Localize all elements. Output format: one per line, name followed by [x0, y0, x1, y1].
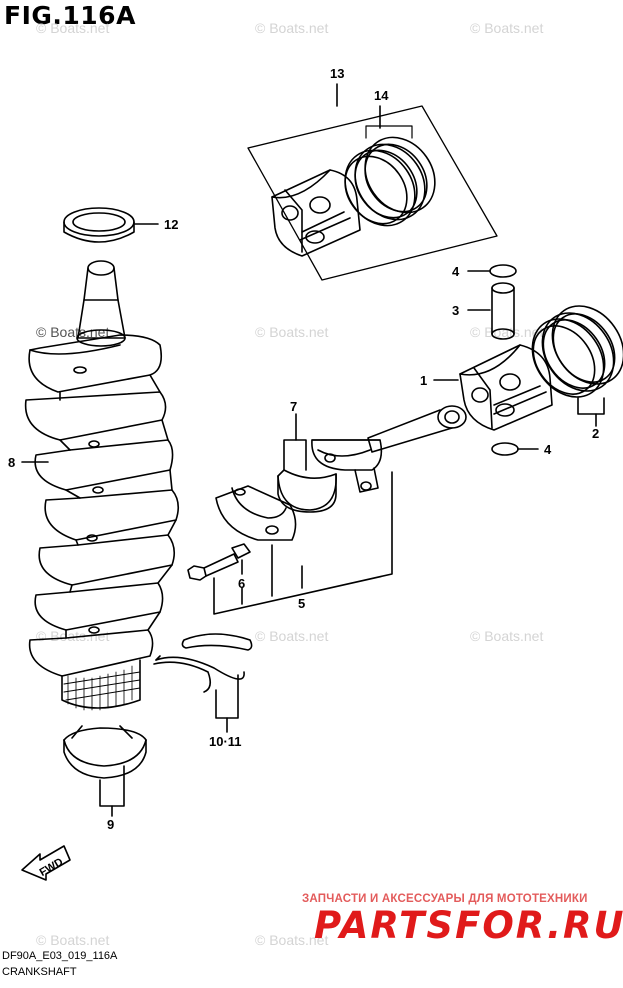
watermark: © Boats.net: [470, 628, 544, 644]
oil-seal: [63, 207, 159, 243]
main-bearing: [63, 725, 147, 817]
thrust-washers: [153, 633, 253, 733]
callout-4-top: 4: [452, 264, 460, 279]
banner-tagline: ЗАПЧАСТИ И АКСЕССУАРЫ ДЛЯ МОТОТЕХНИКИ: [302, 893, 588, 905]
group-lines-5: [213, 471, 393, 615]
conrod-bearing: [277, 413, 337, 513]
callout-3: 3: [452, 303, 459, 318]
piston-rings: [531, 305, 623, 427]
watermark: © Boats.net: [255, 20, 329, 36]
callout-10-11: 10·11: [209, 734, 242, 749]
watermark: © Boats.net: [255, 324, 329, 340]
callout-9: 9: [107, 817, 114, 832]
watermark: © Boats.net: [255, 932, 329, 948]
callout-6: 6: [238, 576, 245, 591]
callout-5: 5: [298, 596, 305, 611]
piston-pin-clip-bottom: [491, 442, 539, 456]
conrod-cap: [215, 485, 297, 541]
watermark: © Boats.net: [36, 932, 110, 948]
watermark: © Boats.net: [36, 20, 110, 36]
callout-14: 14: [374, 88, 389, 103]
callout-7: 7: [290, 399, 297, 414]
watermark: © Boats.net: [36, 324, 110, 340]
callout-13: 13: [330, 66, 344, 81]
fwd-arrow-icon: [21, 845, 71, 881]
watermark: © Boats.net: [255, 628, 329, 644]
piston-in-group: [271, 169, 361, 257]
figure-code: DF90A_E03_019_116A: [2, 950, 118, 962]
watermark: © Boats.net: [470, 324, 544, 340]
figure-title: FIG.116A: [4, 1, 136, 30]
banner-logo: PARTSFOR.RU: [314, 904, 623, 947]
callout-4-bottom: 4: [544, 442, 552, 457]
callout-2: 2: [592, 426, 599, 441]
callout-1: 1: [420, 373, 427, 388]
piston-pin: [467, 282, 515, 340]
callout-8: 8: [8, 455, 15, 470]
piston-rings-in-group: [344, 136, 436, 227]
crankshaft: [21, 260, 180, 711]
figure-subtitle: CRANKSHAFT: [2, 966, 77, 978]
callout-12: 12: [164, 217, 178, 232]
piston-pin-clip-top: [467, 264, 517, 278]
watermark: © Boats.net: [470, 20, 544, 36]
piston-assembly-group: [247, 83, 498, 281]
conrod-bolt: [187, 543, 251, 581]
connecting-rod: [311, 405, 467, 493]
